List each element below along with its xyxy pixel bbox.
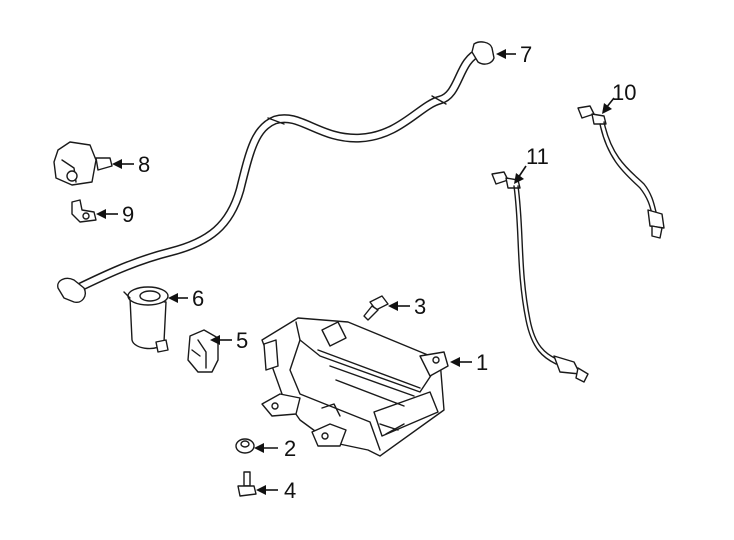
nut-part-2 [235,438,255,454]
callout-3: 3 [388,294,426,319]
callout-label-6: 6 [192,286,204,311]
bolt-part-4 [237,471,257,497]
callout-label-1: 1 [476,350,488,375]
callout-1: 1 [450,350,488,375]
callout-label-10: 10 [612,80,636,105]
callout-7: 7 [496,42,532,67]
vapor-hose-part-7 [57,41,495,303]
filter-part-6 [123,286,169,353]
callout-2: 2 [254,436,296,461]
callout-label-5: 5 [236,328,248,353]
callout-11: 11 [514,144,549,184]
callout-label-4: 4 [284,478,296,503]
clip-part-5 [187,329,219,373]
callout-label-2: 2 [284,436,296,461]
bracket-part-9 [71,199,97,223]
callout-label-7: 7 [520,42,532,67]
callout-8: 8 [112,152,150,177]
callout-label-9: 9 [122,202,134,227]
callout-10: 10 [602,80,636,114]
oxygen-sensor-part-10 [577,105,665,239]
callout-9: 9 [96,202,134,227]
callout-4: 4 [256,478,296,503]
callout-label-11: 11 [526,144,549,169]
callout-label-8: 8 [138,152,150,177]
callout-6: 6 [168,286,204,311]
bolt-part-3 [363,295,389,321]
oxygen-sensor-part-11 [491,171,589,383]
purge-valve-part-8 [53,141,113,186]
charcoal-canister-part-1 [261,317,449,457]
callout-label-3: 3 [414,294,426,319]
callout-5: 5 [210,328,248,353]
